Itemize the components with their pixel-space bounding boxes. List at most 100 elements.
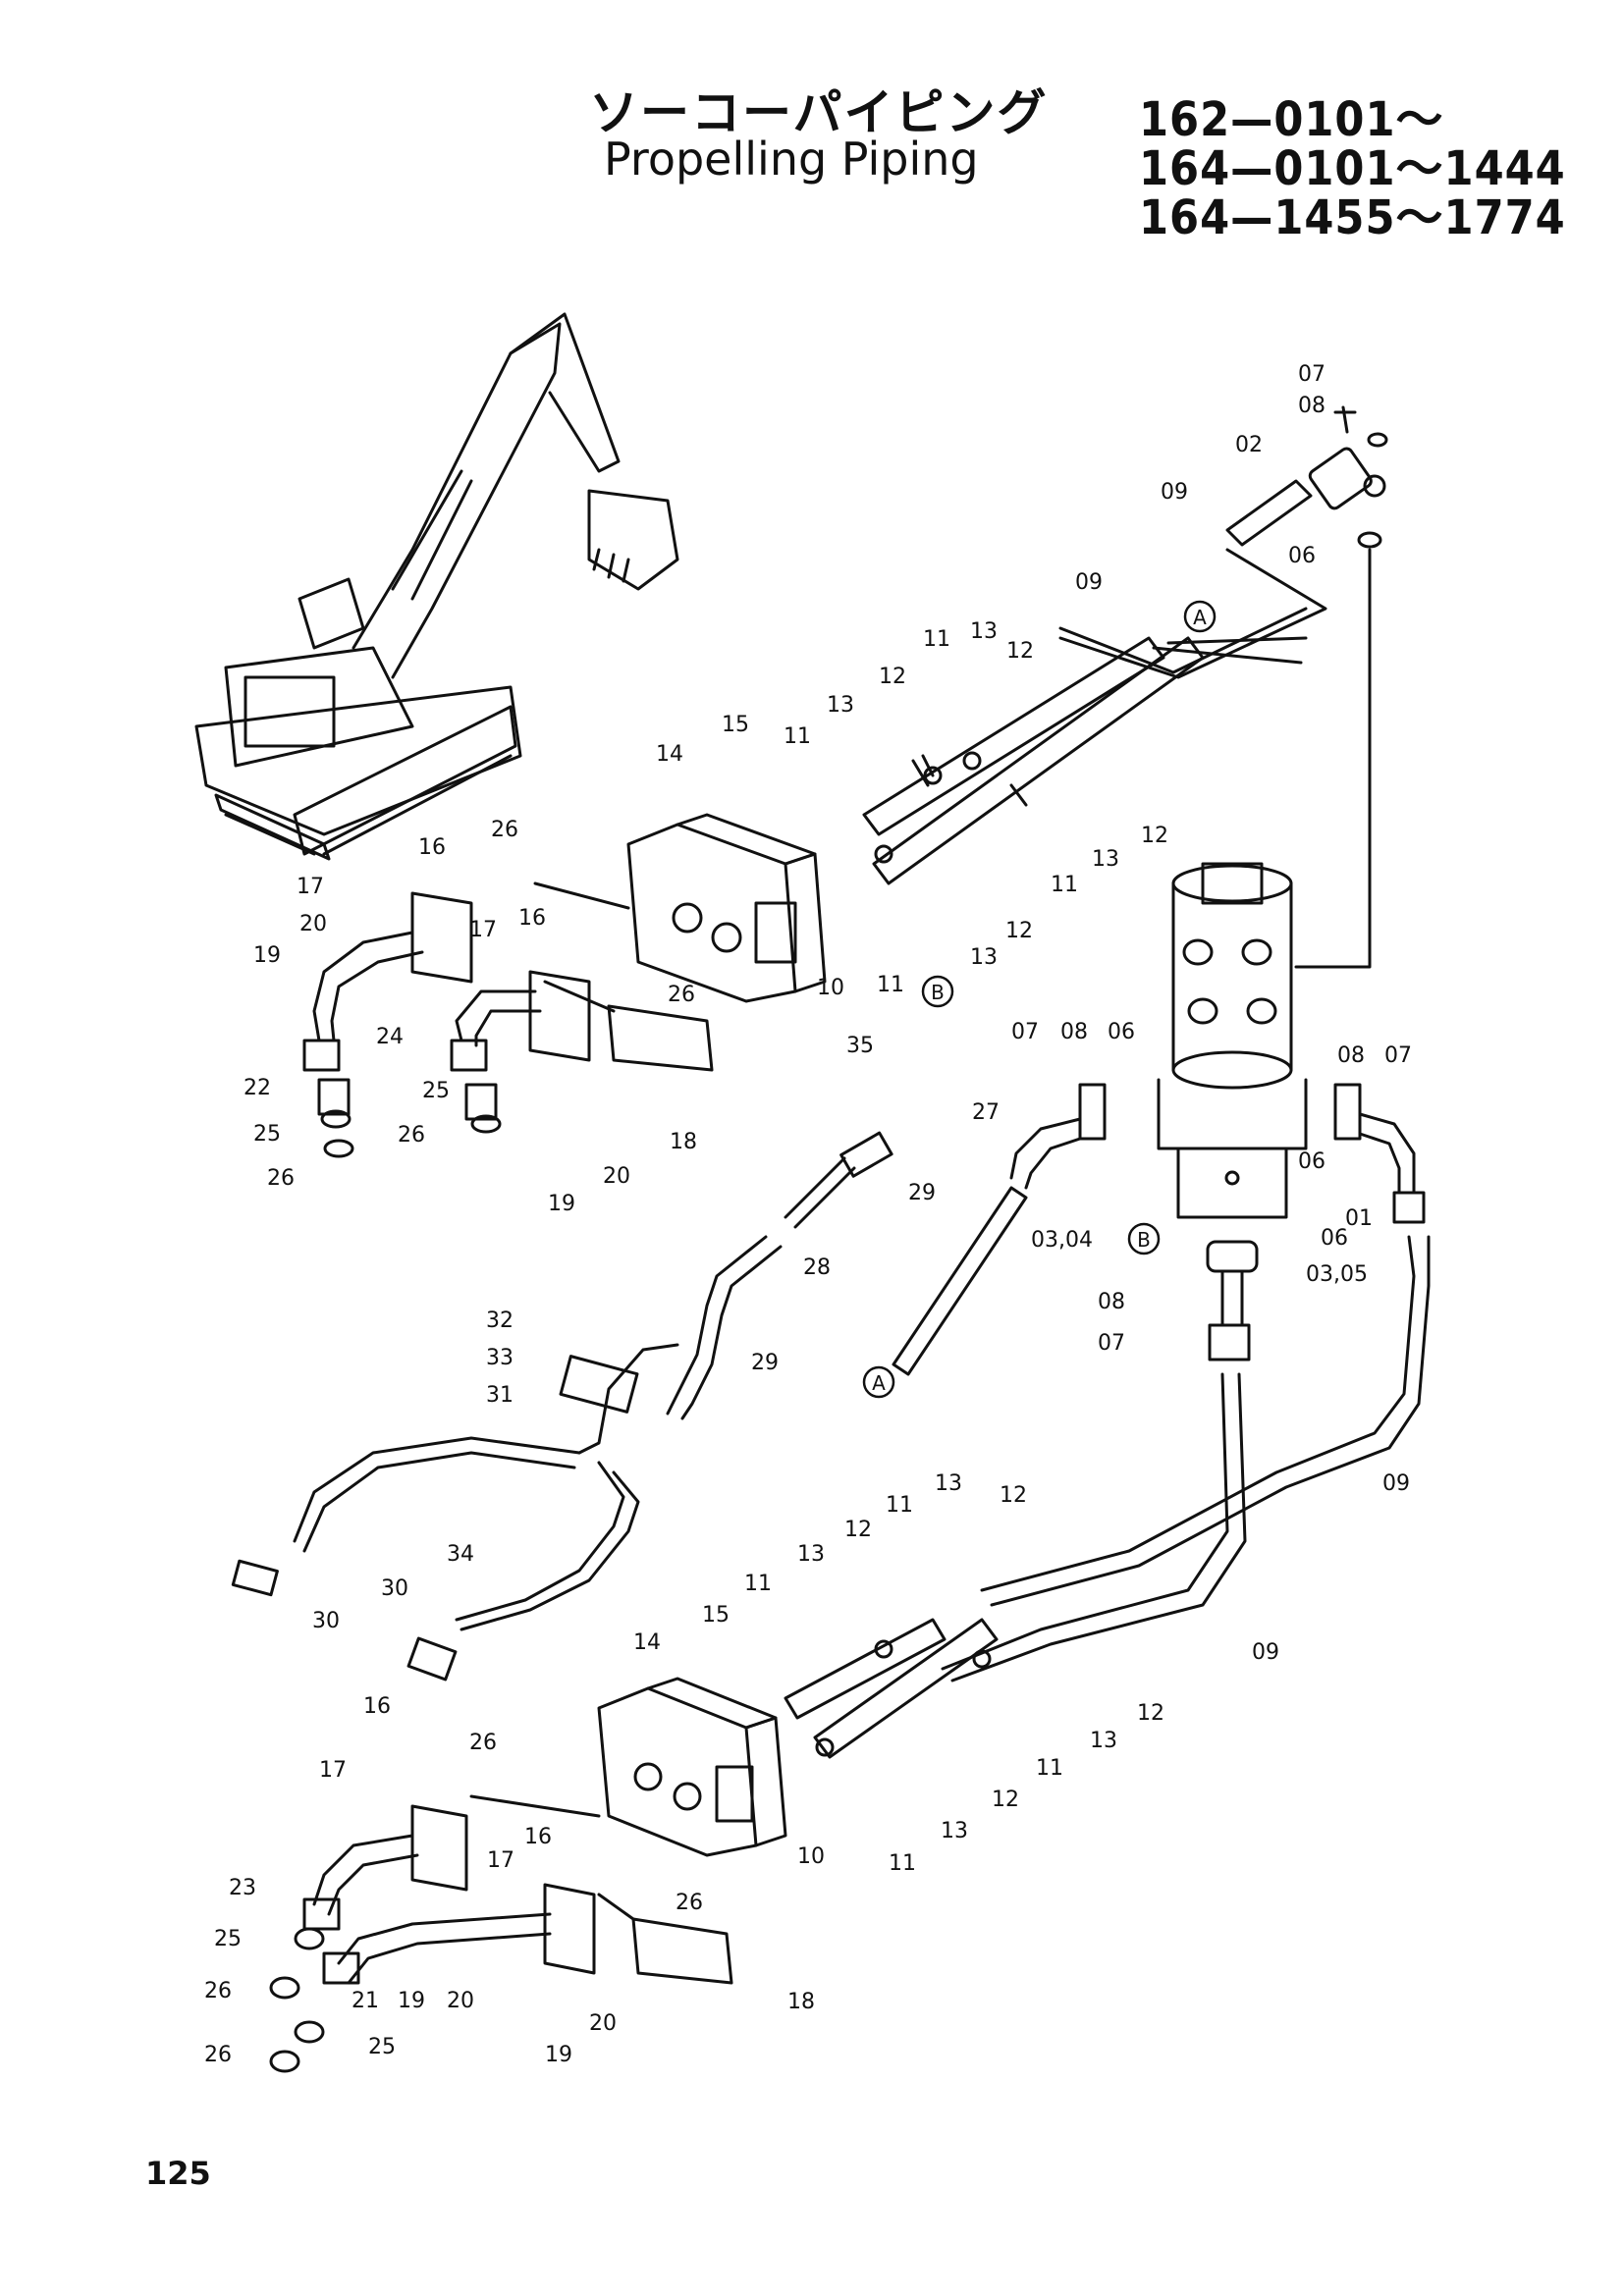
part-label: 24 xyxy=(376,1025,404,1049)
part-label: 17 xyxy=(487,1848,514,1873)
part-label: 27 xyxy=(972,1100,1000,1125)
part-label: 19 xyxy=(398,1989,425,2013)
part-label: 13 xyxy=(970,945,998,970)
part-label: 34 xyxy=(447,1542,474,1567)
part-label: 20 xyxy=(447,1989,474,2013)
part-label: 35 xyxy=(846,1034,874,1058)
part-label: 06 xyxy=(1321,1226,1348,1251)
part-label: 21 xyxy=(352,1989,379,2013)
center-joint xyxy=(1157,862,1308,1219)
part-label: 33 xyxy=(486,1346,514,1370)
part-label: 13 xyxy=(935,1471,962,1496)
part-label: 11 xyxy=(889,1851,916,1876)
part-label: 26 xyxy=(668,983,695,1007)
part-labels: 07 08 02 09 06 09 11 13 12 12 13 15 11 1… xyxy=(204,362,1412,2067)
title-english: Propelling Piping xyxy=(604,133,979,186)
part-label: 17 xyxy=(469,918,497,942)
part-label: 13 xyxy=(1092,847,1119,872)
part-label: 03,05 xyxy=(1306,1262,1368,1287)
part-label: 25 xyxy=(253,1122,281,1147)
callout-a-2: A xyxy=(872,1371,886,1395)
part-label: 10 xyxy=(797,1844,825,1869)
part-label: 09 xyxy=(1252,1640,1279,1665)
part-label: 08 xyxy=(1098,1290,1125,1314)
part-label: 06 xyxy=(1288,544,1316,568)
part-label: 12 xyxy=(1141,824,1168,848)
part-label: 26 xyxy=(398,1123,425,1148)
excavator-illustration xyxy=(194,312,679,861)
drain-hoses xyxy=(231,1131,893,1682)
part-label: 09 xyxy=(1161,480,1188,505)
part-label: 11 xyxy=(886,1493,913,1518)
part-label: 12 xyxy=(992,1788,1019,1812)
part-label: 25 xyxy=(214,1927,242,1951)
part-label: 13 xyxy=(970,619,998,644)
lower-pipes xyxy=(784,1618,999,1759)
part-label: 06 xyxy=(1108,1020,1135,1044)
part-label: 08 xyxy=(1337,1043,1365,1068)
part-label: 07 xyxy=(1384,1043,1412,1068)
callout-a-1: A xyxy=(1193,606,1207,629)
upper-left-hoses xyxy=(302,881,714,1158)
part-label: 01 xyxy=(1345,1206,1373,1231)
upper-pipes xyxy=(862,636,1308,885)
part-label: 18 xyxy=(670,1130,697,1154)
part-label: 17 xyxy=(297,875,324,899)
part-label: 11 xyxy=(784,724,811,749)
callout-markers xyxy=(862,600,1217,1399)
part-label: 20 xyxy=(603,1164,630,1189)
part-label: 18 xyxy=(787,1990,815,2014)
serial-range-2: 164—0101～1444 xyxy=(1139,141,1566,196)
part-label: 09 xyxy=(1075,570,1103,595)
upper-hose-09 xyxy=(1058,405,1388,969)
right-pipes xyxy=(892,1083,1431,1682)
part-label: 22 xyxy=(243,1076,271,1100)
part-label: 14 xyxy=(656,742,683,767)
part-label: 11 xyxy=(744,1572,772,1596)
part-label: 08 xyxy=(1298,394,1325,418)
part-label: 28 xyxy=(803,1255,831,1280)
callout-b-2: B xyxy=(1137,1228,1151,1252)
part-label: 12 xyxy=(844,1518,872,1542)
serial-range-1: 162—0101～ xyxy=(1139,92,1444,147)
part-label: 26 xyxy=(204,2043,232,2067)
part-label: 03,04 xyxy=(1031,1228,1093,1253)
part-label: 14 xyxy=(633,1630,661,1655)
part-label: 32 xyxy=(486,1308,514,1333)
part-label: 12 xyxy=(1005,919,1033,943)
part-label: 16 xyxy=(363,1694,391,1719)
part-label: 19 xyxy=(548,1192,575,1216)
part-label: 09 xyxy=(1382,1471,1410,1496)
part-label: 23 xyxy=(229,1876,256,1900)
part-label: 25 xyxy=(368,2035,396,2059)
part-label: 16 xyxy=(418,835,446,860)
part-label: 10 xyxy=(817,976,844,1000)
part-label: 12 xyxy=(879,665,906,689)
part-label: 07 xyxy=(1298,362,1325,387)
part-label: 07 xyxy=(1011,1020,1039,1044)
part-label: 13 xyxy=(797,1542,825,1567)
part-label: 11 xyxy=(923,627,950,652)
part-label: 07 xyxy=(1098,1331,1125,1356)
serial-range-3: 164—1455～1774 xyxy=(1139,190,1566,245)
part-label: 17 xyxy=(319,1758,347,1783)
page-number: 125 xyxy=(145,2155,211,2192)
part-label: 02 xyxy=(1235,433,1263,457)
part-label: 20 xyxy=(589,2011,617,2036)
part-label: 08 xyxy=(1060,1020,1088,1044)
part-label: 13 xyxy=(941,1819,968,1843)
part-label: 12 xyxy=(1006,639,1034,664)
part-label: 16 xyxy=(524,1825,552,1849)
part-label: 06 xyxy=(1298,1149,1325,1174)
part-label: 26 xyxy=(676,1891,703,1915)
part-label: 12 xyxy=(1000,1483,1027,1508)
part-label: 13 xyxy=(1090,1729,1117,1753)
lower-valve-block-14 xyxy=(597,1677,787,1857)
lower-left-hoses xyxy=(269,1794,733,2073)
part-label: 16 xyxy=(518,906,546,931)
part-label: 31 xyxy=(486,1383,514,1408)
part-label: 19 xyxy=(545,2043,572,2067)
part-label: 11 xyxy=(877,973,904,997)
part-label: 30 xyxy=(312,1609,340,1633)
part-label: 29 xyxy=(908,1181,936,1205)
